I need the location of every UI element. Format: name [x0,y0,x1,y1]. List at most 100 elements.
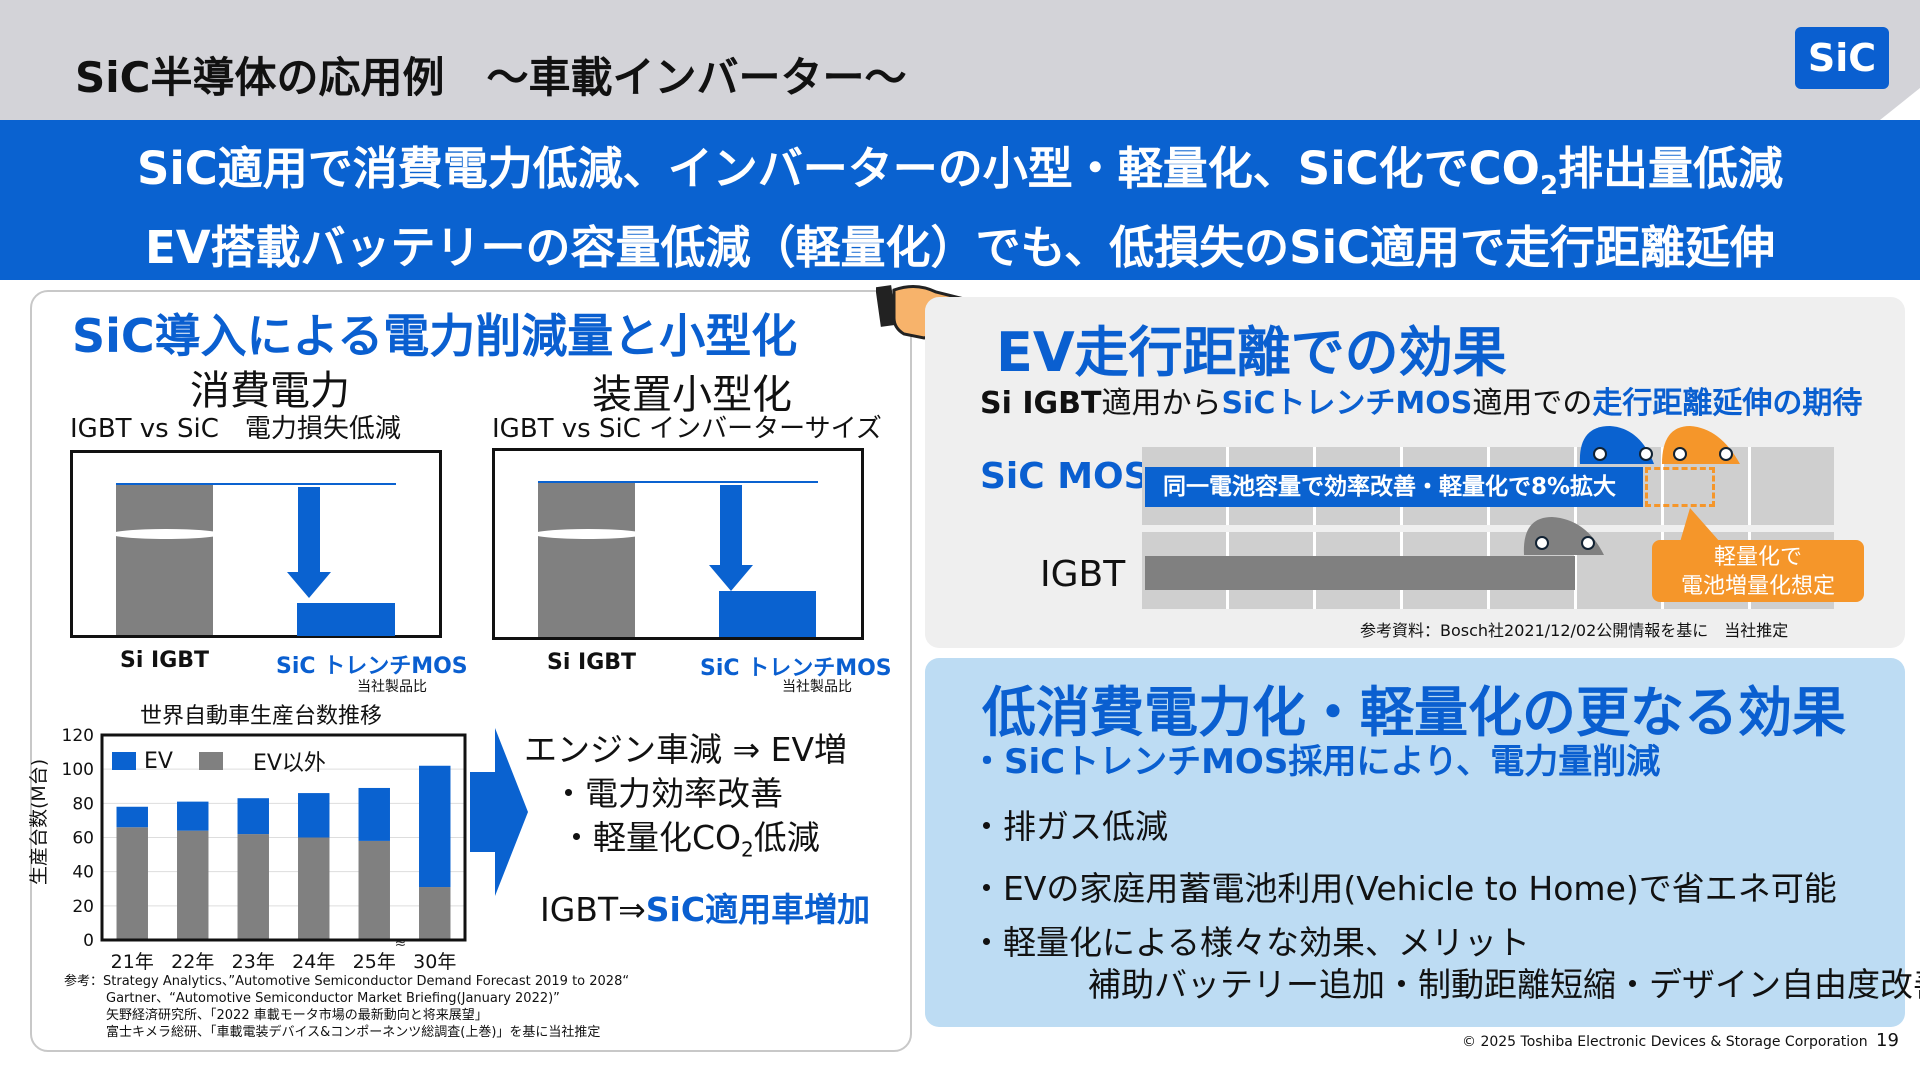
banner-line-2: EV搭載バッテリーの容量低減（軽量化）でも、低損失のSiC適用で走行距離延伸 [144,221,1776,274]
igbt-range-bar [1145,556,1575,590]
label-sic-mos: SiC トレンチMOS [700,656,892,681]
arrow-head [709,565,753,591]
y-tick-label: 40 [72,863,94,883]
down-arrow-icon [720,485,742,565]
note: 当社製品比 [357,679,427,695]
reference-line: 矢野経済研究所、「2022 車載モータ市場の最新動向と将来展望」 [106,1008,488,1023]
break-mark [111,529,221,539]
bar-EV以外-21年 [116,827,148,940]
header-corner [1880,88,1920,120]
y-tick-label: 20 [72,897,94,917]
label-sic-mos: SiC トレンチMOS [276,654,468,679]
banner-text: 排出量低減 [1558,142,1784,195]
trend-line: エンジン車減 ⇒ EV増 [524,730,848,769]
legend-swatch-ev [112,752,136,770]
label-si-igbt: Si IGBT [547,650,637,675]
bar-EV-21年 [116,806,148,828]
bar-EV-30年 [419,765,451,888]
source-note: 参考資料：Bosch社2021/12/02公開情報を基に 当社推定 [1360,621,1789,640]
chart-legend: EV EV以外 [112,745,326,777]
page-title: SiC半導体の応用例 ～車載インバーター～ [75,53,907,102]
production-chart: 0 20 40 60 80 100 120 21年 22年 23年 24年 25年 30年 ≈ [62,726,467,973]
trend-line: ・電力効率改善 [552,774,783,813]
bar-EV以外-30年 [419,887,451,940]
bar-EV-25年 [358,787,390,841]
y-tick-label: 120 [62,726,94,746]
y-tick-label: 60 [72,829,94,849]
si-igbt-bar [538,481,635,637]
note: 当社製品比 [782,679,852,695]
ev-range-subtitle: Si IGBT適用からSiCトレンチMOS適用での走行距離延伸の期待 [980,386,1863,421]
axis-break-icon: ≈ [395,936,407,952]
car-icons-sic [1579,426,1740,464]
size-subtitle: IGBT vs SiC インバーターサイズ [492,414,882,444]
power-title: 消費電力 [190,368,350,414]
bar-EV-22年 [177,801,209,831]
bar-EV-23年 [237,798,269,835]
header-bar [0,0,1920,120]
effect-detail: 補助バッテリー追加・制動距離短縮・デザイン自由度改善 [1088,965,1920,1004]
callout-pointer [1680,508,1720,542]
x-tick-label: 25年 [353,951,396,973]
effects-lead: ・SiCトレンチMOS採用により、電力量削減 [970,742,1661,782]
size-title: 装置小型化 [592,372,792,418]
bar-EV以外-22年 [177,830,209,940]
size-diagram [492,448,864,640]
banner-subscript: 2 [1539,171,1559,201]
si-igbt-bar [116,483,213,635]
effect-item: ・EVの家庭用蓄電池利用(Vehicle to Home)で省エネ可能 [970,869,1837,908]
summary-banner: SiC適用で消費電力低減、インバーターの小型・軽量化、SiC化でCO2排出量低減… [0,120,1920,280]
car-icon-igbt [1523,517,1604,555]
bar-EV以外-24年 [298,837,330,940]
sic-logo: SiC [1795,27,1889,89]
references: 参考：Strategy Analytics、”Automotive Semico… [64,973,629,1041]
x-tick-label: 22年 [171,951,214,973]
sic-bar [719,591,816,637]
legend-label: EV以外 [252,751,326,776]
copyright: © 2025 Toshiba Electronic Devices & Stor… [1462,1034,1868,1050]
plot-frame [100,733,467,942]
x-tick-label: 24年 [292,951,335,973]
power-subtitle: IGBT vs SiC 電力損失低減 [70,414,401,444]
further-effects-panel [925,658,1905,1027]
x-tick-label: 23年 [232,951,275,973]
chart-ylabel: 生産台数(M台) [28,758,50,885]
left-heading: SiC導入による電力削減量と小型化 [72,309,798,363]
reference-line: 富士キメラ総研、「車載電装デバイス&コンポーネンツ総調査(上巻)」を基に当社推定 [106,1025,601,1040]
weight-callout: 軽量化で電池増量化想定 [1652,540,1864,602]
effect-item: ・排ガス低減 [970,807,1168,846]
page-number: 19 [1876,1030,1899,1051]
power-diagram [70,450,442,638]
label-si-igbt: Si IGBT [120,648,210,673]
bar-EV以外-25年 [358,840,390,940]
break-mark [533,529,643,539]
bar-EV以外-23年 [237,834,269,940]
reference-line: 参考：Strategy Analytics、”Automotive Semico… [64,974,630,989]
reference-line [116,483,396,485]
banner-text: SiC適用で消費電力低減、インバーターの小型・軽量化、SiC化でCO [136,142,1540,195]
reference-line [538,481,818,483]
down-arrow-icon [298,487,320,572]
y-tick-label: 100 [62,760,94,780]
extra-range-dashed-box [1645,467,1715,507]
bar-EV-24年 [298,793,330,838]
right-arrow-icon [470,728,528,896]
x-tick-label: 30年 [413,951,456,973]
sic-range-bar: 同一電池容量で効率改善・軽量化で8%拡大 [1145,467,1643,507]
arrow-head [287,572,331,598]
trend-line: ・軽量化CO2低減 [560,818,820,862]
y-tick-label: 80 [72,794,94,814]
ev-range-heading: EV走行距離での効果 [996,321,1507,384]
legend-swatch-other [198,752,223,770]
row-label-igbt: IGBT [1040,554,1126,595]
sic-bar [297,603,395,636]
row-label-sic: SiC MOS [980,456,1150,497]
effect-item: ・軽量化による様々な効果、メリット [970,923,1531,962]
chart-title: 世界自動車生産台数推移 [140,704,383,729]
effects-heading: 低消費電力化・軽量化の更なる効果 [982,681,1846,744]
x-tick-label: 21年 [111,951,154,973]
y-tick-label: 0 [83,931,94,951]
legend-label: EV [144,748,173,774]
banner-line-1: SiC適用で消費電力低減、インバーターの小型・軽量化、SiC化でCO2排出量低減 [0,138,1920,217]
left-panel [30,290,912,1052]
